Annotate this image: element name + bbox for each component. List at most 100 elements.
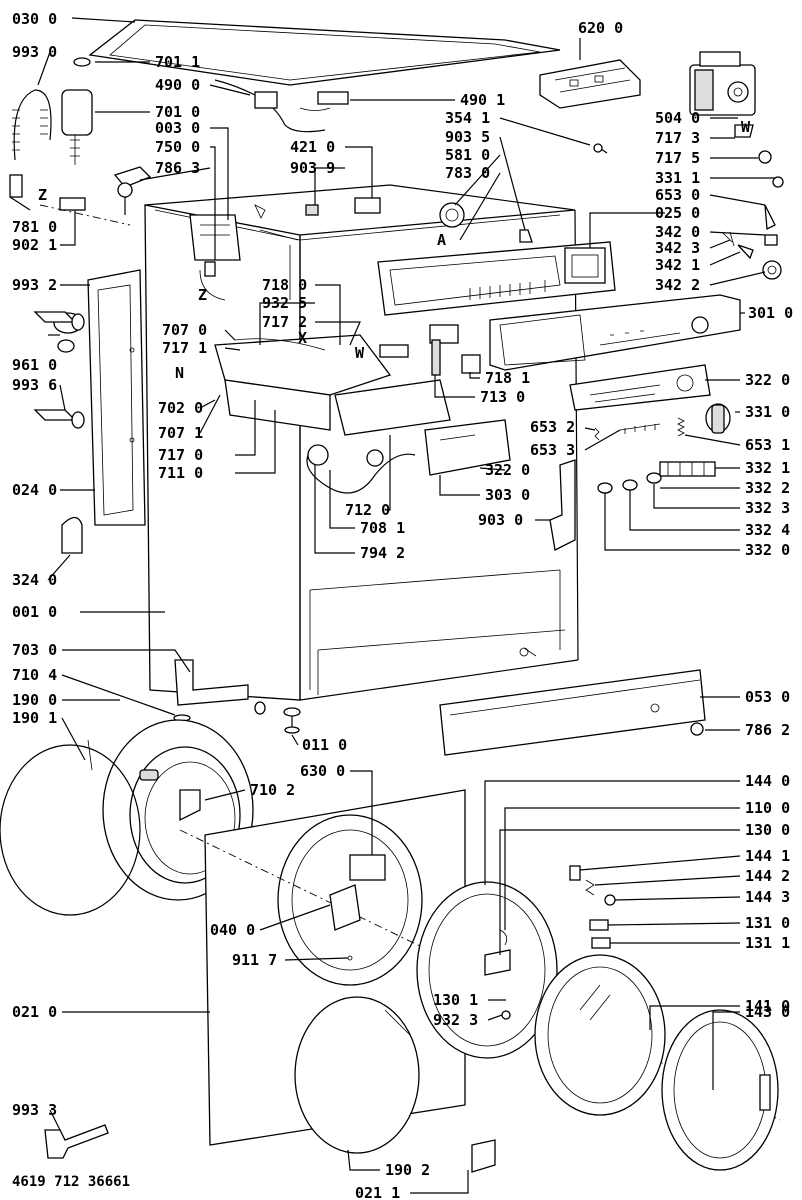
service-wrench <box>44 1124 109 1159</box>
rear-panel <box>87 269 146 526</box>
wiring-harness <box>214 79 349 133</box>
part-label: 504 0 <box>655 109 700 127</box>
panel-bracket <box>549 459 576 551</box>
part-label: 961 0 <box>12 356 57 374</box>
part-label: 490 0 <box>155 76 200 94</box>
inlet-hoses <box>9 57 131 226</box>
bottom-rail <box>439 669 706 756</box>
part-label: 703 0 <box>12 641 57 659</box>
part-label: 332 4 <box>745 521 790 539</box>
part-label: 903 0 <box>478 511 523 529</box>
document-id: 4619 712 36661 <box>12 1174 130 1190</box>
part-label: 322 0 <box>485 461 530 479</box>
part-label: 786 3 <box>155 159 200 177</box>
drain-hose <box>173 659 266 722</box>
part-label: 332 3 <box>745 499 790 517</box>
part-label: 710 4 <box>12 666 57 684</box>
springs <box>594 417 685 441</box>
part-label: 781 0 <box>12 218 57 236</box>
marker-letter: Z <box>198 286 207 304</box>
part-label: 021 1 <box>355 1184 400 1200</box>
part-label: 653 3 <box>530 441 575 459</box>
marker-letter: A <box>437 231 446 249</box>
part-label: 144 1 <box>745 847 790 865</box>
leader-lines <box>9 17 775 1194</box>
part-label: 581 0 <box>445 146 490 164</box>
part-label: 717 0 <box>158 446 203 464</box>
part-label: 717 5 <box>655 149 700 167</box>
switch-parts <box>721 204 782 280</box>
part-label: 653 2 <box>530 418 575 436</box>
selector-knob <box>705 403 731 434</box>
part-label: 190 1 <box>12 709 57 727</box>
part-label: 911 7 <box>232 951 277 969</box>
part-label: 713 0 <box>480 388 525 406</box>
part-labels: 030 0 993 0 701 1 701 0 490 0 490 1 003 … <box>12 10 793 1200</box>
part-label: 190 0 <box>12 691 57 709</box>
part-drawings <box>0 19 784 1173</box>
part-label: 003 0 <box>155 119 200 137</box>
part-label: 040 0 <box>210 921 255 939</box>
part-label: 342 2 <box>655 276 700 294</box>
marker-letter: W <box>741 118 751 136</box>
part-label: 053 0 <box>745 688 790 706</box>
filter-cover <box>471 1139 496 1173</box>
timer-accessories <box>734 124 784 188</box>
part-label: 701 1 <box>155 53 200 71</box>
marker-letter: N <box>175 364 184 382</box>
part-label: 030 0 <box>12 10 57 28</box>
top-small-parts <box>254 143 608 243</box>
part-label: 750 0 <box>155 138 200 156</box>
part-label: 717 1 <box>162 339 207 357</box>
part-label: 131 0 <box>745 914 790 932</box>
electronic-board <box>539 59 641 109</box>
part-label: 708 1 <box>360 519 405 537</box>
part-label: 332 0 <box>745 541 790 559</box>
part-label: 324 0 <box>12 571 57 589</box>
part-label: 342 3 <box>655 239 700 257</box>
part-label: 354 1 <box>445 109 490 127</box>
control-panel-chassis <box>377 241 616 316</box>
part-label: 141 0 <box>745 997 790 1015</box>
part-label: 331 1 <box>655 169 700 187</box>
part-label: 711 0 <box>158 464 203 482</box>
panel-overlay <box>569 364 711 411</box>
part-label: 932 3 <box>433 1011 478 1029</box>
part-label: 702 0 <box>158 399 203 417</box>
part-label: 653 0 <box>655 186 700 204</box>
part-label: 131 1 <box>745 934 790 952</box>
part-label: 301 0 <box>748 304 793 322</box>
outer-door <box>661 1009 779 1171</box>
part-label: 011 0 <box>302 736 347 754</box>
part-label: 718 0 <box>262 276 307 294</box>
part-label: 332 1 <box>745 459 790 477</box>
door-ring <box>416 881 558 1059</box>
part-label: 717 3 <box>655 129 700 147</box>
part-label: 021 0 <box>12 1003 57 1021</box>
part-label: 993 3 <box>12 1101 57 1119</box>
part-label: 143 0 <box>745 1003 790 1021</box>
part-label: 783 0 <box>445 164 490 182</box>
door-glass <box>534 954 666 1116</box>
part-label: 786 2 <box>745 721 790 739</box>
part-label: 130 1 <box>433 991 478 1009</box>
cabinet-body <box>144 184 579 701</box>
part-label: 794 2 <box>360 544 405 562</box>
part-label: 190 2 <box>385 1161 430 1179</box>
reference-markers: Z Z A W X N W <box>38 118 751 382</box>
part-label: 993 6 <box>12 376 57 394</box>
part-label: 993 0 <box>12 43 57 61</box>
door-lens <box>294 996 420 1154</box>
inlet-valve <box>113 166 152 215</box>
part-label: 144 0 <box>745 772 790 790</box>
part-label: 144 2 <box>745 867 790 885</box>
part-label: 342 0 <box>655 223 700 241</box>
part-label: 701 0 <box>155 103 200 121</box>
part-label: 993 2 <box>12 276 57 294</box>
part-label: 331 0 <box>745 403 790 421</box>
part-label: 620 0 <box>578 19 623 37</box>
marker-letter: Z <box>38 186 47 204</box>
part-label: 717 2 <box>262 313 307 331</box>
part-label: 421 0 <box>290 138 335 156</box>
part-label: 025 0 <box>655 204 700 222</box>
